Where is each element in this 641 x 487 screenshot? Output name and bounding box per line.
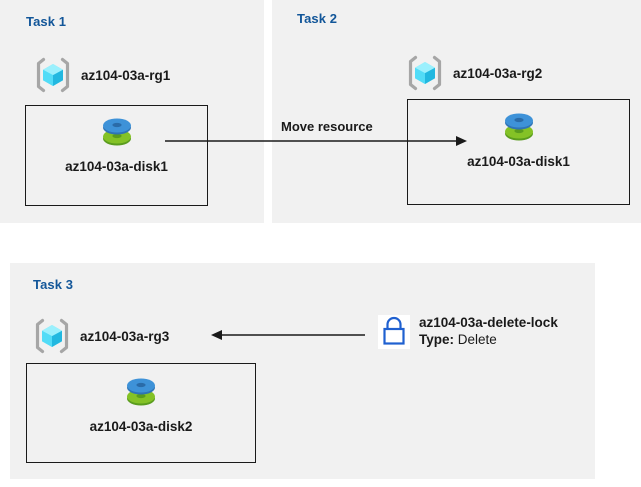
task-2-resource-box [407, 99, 630, 205]
task-3-disk: az104-03a-disk2 [26, 372, 256, 434]
task-3-panel [10, 263, 595, 479]
task-2-disk: az104-03a-disk1 [407, 107, 630, 169]
task-2-title: Task 2 [297, 11, 338, 26]
delete-lock-block: az104-03a-delete-lock Type: Delete [378, 315, 558, 349]
task-3-resource-group-label: az104-03a-rg3 [80, 328, 170, 344]
resource-group-icon [406, 55, 444, 91]
resource-group-icon [34, 57, 72, 93]
task-2-panel [272, 0, 641, 223]
task-3-resource-box [26, 363, 256, 463]
delete-lock-type: Type: Delete [419, 332, 558, 349]
task-1-resource-group: az104-03a-rg1 [34, 57, 170, 93]
resource-group-icon [33, 318, 71, 354]
lock-icon [378, 315, 410, 349]
task-1-disk: az104-03a-disk1 [25, 112, 208, 174]
managed-disk-icon [25, 112, 208, 154]
task-3-resource-group: az104-03a-rg3 [33, 318, 169, 354]
task-2-resource-group-label: az104-03a-rg2 [453, 65, 543, 81]
task-3-title: Task 3 [33, 277, 74, 292]
delete-lock-name: az104-03a-delete-lock [419, 315, 558, 330]
task-3-disk-label: az104-03a-disk2 [89, 419, 193, 434]
task-2-disk-label: az104-03a-disk1 [467, 154, 570, 169]
delete-lock-arrow [211, 330, 365, 340]
delete-lock-type-value: Delete [457, 331, 497, 347]
task-1-title: Task 1 [26, 14, 67, 29]
delete-lock-text: az104-03a-delete-lock Type: Delete [419, 315, 558, 349]
task-1-resource-group-label: az104-03a-rg1 [81, 67, 171, 83]
task-1-resource-box [25, 105, 208, 206]
task-2-resource-group: az104-03a-rg2 [406, 55, 542, 91]
managed-disk-icon [26, 372, 256, 414]
task-1-panel [0, 0, 264, 223]
move-resource-arrow [165, 136, 467, 146]
managed-disk-icon [407, 107, 630, 149]
task-1-disk-label: az104-03a-disk1 [65, 159, 168, 174]
move-resource-caption: Move resource [281, 119, 373, 134]
delete-lock-type-key: Type: [419, 331, 455, 347]
